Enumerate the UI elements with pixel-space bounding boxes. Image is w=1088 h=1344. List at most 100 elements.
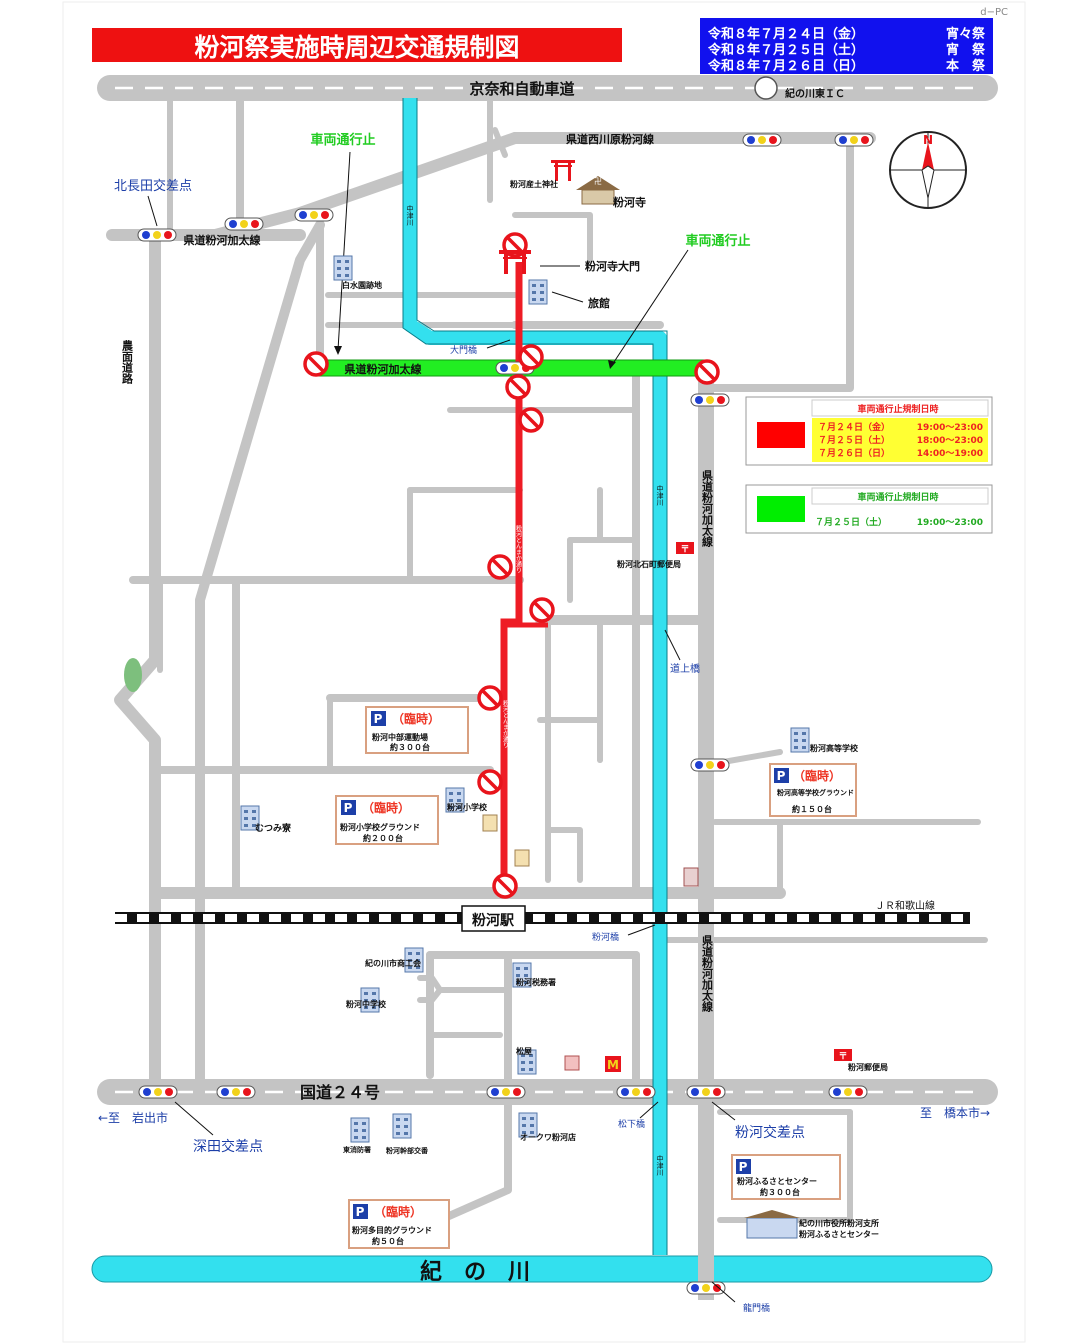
no-traffic-label-right: 車両通行止 [685, 233, 750, 249]
map-title: 粉河祭実施時周辺交通規制図 [92, 28, 622, 62]
parking-icon [371, 711, 386, 726]
legend-red: 車両通行止規制日時 ７月２４日（金） 19:00～23:00 ７月２５日（土） … [745, 396, 993, 466]
parking-chubu-name: 粉河中部運動場 [372, 732, 428, 742]
gate-icon [499, 250, 531, 274]
pond-icon [124, 658, 142, 692]
svg-text:P: P [344, 801, 353, 815]
street-label-1: 粉河とんまか通り [515, 524, 522, 573]
date-2: 令和８年７月２５日（土） [708, 42, 864, 58]
legend-red-time-2: 18:00～23:00 [917, 436, 983, 446]
nakatsu-river-label-3: 中津川 [656, 1154, 664, 1176]
kitanagata-label: 北長田交差点 [114, 178, 192, 194]
parking-chubu: P （臨時） 粉河中部運動場 約３００台 [365, 706, 469, 754]
legend-red-date-2: ７月２５日（土） [818, 434, 890, 446]
small-building-icon-1 [514, 849, 530, 867]
temple-icon: 卍 [576, 176, 620, 205]
shrine-label: 粉河産土神社 [510, 179, 558, 189]
nakatsu-river [403, 98, 667, 1255]
to-iwade-label: ←至 岩出市 [98, 1110, 168, 1125]
parking-high-school: P （臨時） 粉河高等学校グラウンド 約１５０台 [769, 763, 857, 817]
date-1: 令和８年７月２４日（金） [708, 26, 864, 42]
svg-text:卍: 卍 [594, 177, 602, 186]
svg-text:P: P [777, 769, 786, 783]
shop-icon [564, 1055, 580, 1071]
post-office-icon: 〒 [676, 542, 694, 555]
credit-text: d−PC [980, 7, 1008, 18]
legend-green: 車両通行止規制日時 ７月２５日（土） 19:00～23:00 [745, 484, 993, 534]
parking-icon [353, 1204, 368, 1219]
svg-text:〒: 〒 [838, 1052, 847, 1062]
fukata-label: 深田交差点 [193, 1138, 263, 1155]
matsuya-label: 松屋 [516, 1046, 532, 1056]
parking-high-school-tag: （臨時） [793, 768, 841, 783]
jr-railway [115, 912, 970, 924]
nishikawara-label: 県道西川原粉河線 [566, 132, 654, 146]
legend-green-time-1: 19:00～23:00 [917, 518, 983, 528]
parking-furusato-name: 粉河ふるさとセンター [737, 1176, 817, 1186]
parking-tamokuteki-tag: （臨時） [374, 1204, 422, 1219]
event-2: 宵 祭 [946, 42, 986, 58]
police-label: 粉河幹部交番 [386, 1146, 429, 1155]
high-school-label: 粉河高等学校 [810, 743, 859, 753]
date-3: 令和８年７月２６日（日） [708, 58, 864, 74]
kokawa-bridge-label: 粉河橋 [592, 931, 619, 943]
okuwa-label: オークワ粉河店 [520, 1132, 576, 1142]
compass-icon: N [889, 131, 967, 209]
no-traffic-label-left: 車両通行止 [310, 132, 375, 148]
parking-elementary: P （臨時） 粉河小学校グラウンド 約２００台 [335, 795, 439, 845]
legend-green-date-1: ７月２５日（土） [815, 516, 887, 528]
expressway-label: 京奈和自動車道 [469, 80, 574, 98]
parking-chubu-capacity: 約３００台 [390, 742, 430, 752]
parking-furusato: P 粉河ふるさとセンター 約３００台 [731, 1154, 841, 1200]
parking-elementary-tag: （臨時） [362, 800, 410, 815]
station-label: 粉河駅 [472, 912, 515, 929]
legend-green-swatch [757, 496, 805, 522]
elementary-label: 粉河小学校 [447, 802, 488, 812]
small-building-icon-2 [482, 814, 498, 832]
title-text: 粉河祭実施時周辺交通規制図 [194, 33, 519, 62]
red-closure-road [500, 262, 523, 888]
svg-text:M: M [607, 1058, 619, 1072]
station-box [461, 905, 526, 932]
dojo-bridge-label: 道上橋 [670, 662, 700, 675]
gate-label: 粉河寺大門 [585, 259, 640, 273]
parking-tamokuteki-name: 粉河多目的グラウンド [352, 1225, 432, 1235]
kinokawa-river [91, 1255, 993, 1283]
kitaishi-post-label: 粉河北石町郵便局 [617, 559, 681, 569]
parking-elementary-name: 粉河小学校グラウンド [340, 822, 420, 832]
legend-red-time-1: 19:00～23:00 [917, 423, 983, 433]
parking-tamokuteki: P （臨時） 粉河多目的グラウンド 約５０台 [348, 1199, 450, 1249]
parking-elementary-capacity: 約２００台 [363, 833, 403, 843]
fire-station-label: 東消防署 [343, 1145, 371, 1154]
legend-red-time-3: 14:00～19:00 [917, 449, 983, 459]
parking-high-school-capacity: 約１５０台 [792, 804, 832, 814]
legend-red-title: 車両通行止規制日時 [857, 403, 938, 415]
shokokai-label: 紀の川市商工会 [365, 958, 421, 968]
event-1: 宵々祭 [946, 26, 986, 42]
ryumon-bridge-label: 龍門橋 [743, 1302, 770, 1314]
date-box: 令和８年７月２４日（金） 宵々祭 令和８年７月２５日（土） 宵 祭 令和８年７月… [700, 18, 993, 74]
national-24-label: 国道２４号 [300, 1083, 380, 1102]
ryokan-label: 旅館 [588, 296, 610, 310]
small-building-icon-3 [683, 867, 699, 887]
street-label-2: 粉河とんまか通り [502, 699, 509, 748]
mcdonalds-icon [605, 1056, 621, 1072]
nakatsu-river-label-2: 中津川 [656, 484, 664, 506]
to-hashimoto-label: 至 橋本市→ [920, 1105, 990, 1120]
svg-text:P: P [739, 1160, 748, 1174]
matsushita-bridge-label: 松下橋 [618, 1118, 645, 1130]
nakatsu-river-label-1: 中津川 [406, 204, 414, 226]
temple-label: 粉河寺 [613, 195, 646, 209]
svg-text:〒: 〒 [680, 545, 689, 555]
tax-office-label: 粉河税務署 [516, 977, 556, 987]
railway-label: ＪＲ和歌山線 [875, 899, 935, 912]
ic-marker [754, 76, 778, 100]
shiromizu-label: 白水園跡地 [342, 280, 382, 290]
parking-high-school-name: 粉河高等学校グラウンド [777, 788, 854, 797]
nomen-road-label: 農面道路 [121, 339, 134, 385]
parking-icon [774, 768, 789, 783]
branch-office-label: 紀の川市役所粉河支所 [799, 1218, 879, 1228]
kokawa-intersection-label: 粉河交差点 [735, 1124, 805, 1141]
river-label: 紀 の 川 [420, 1259, 530, 1285]
